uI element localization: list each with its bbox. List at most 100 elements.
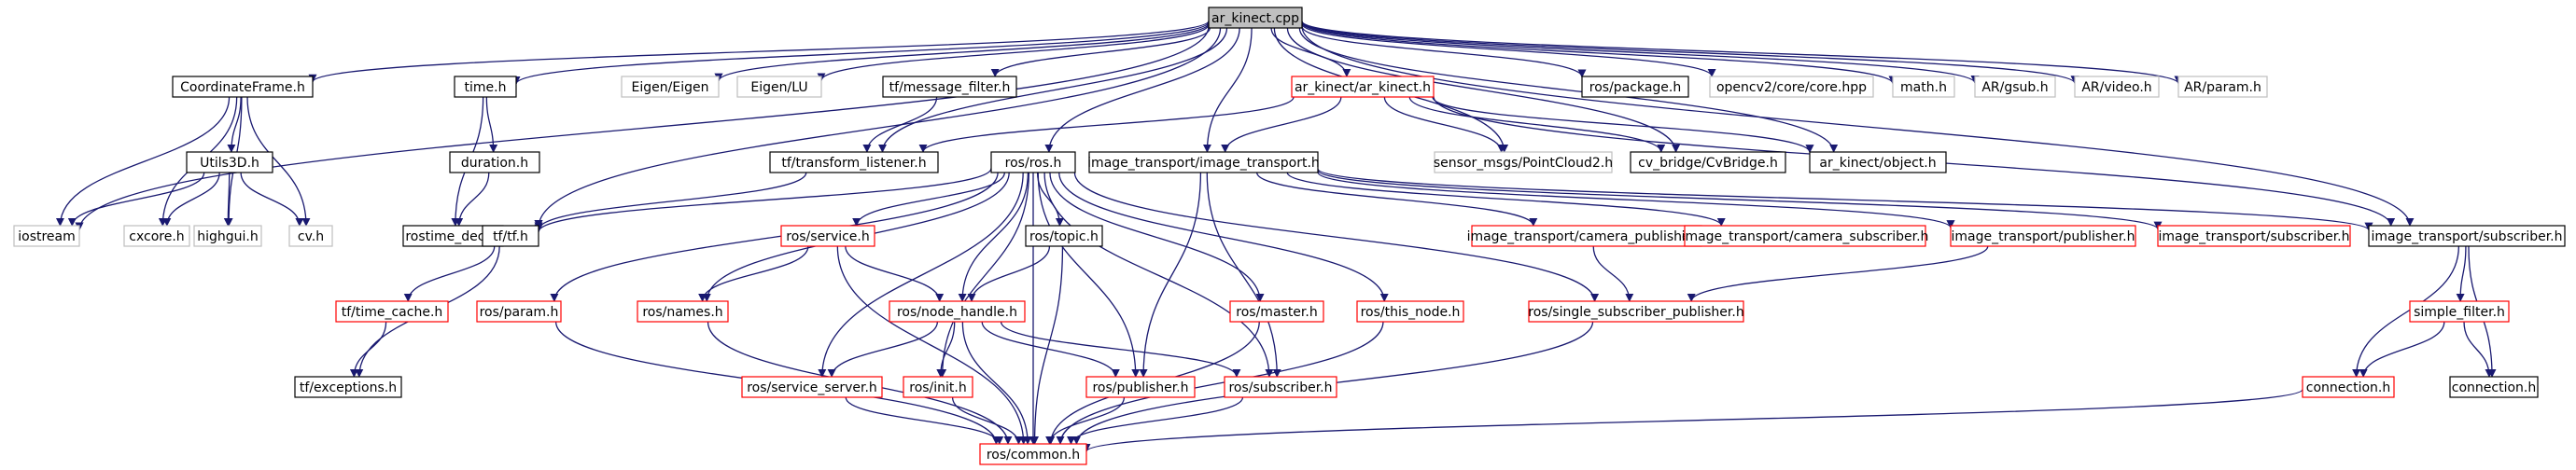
node-box xyxy=(13,225,80,247)
edge-image_transport_h-to-it_camera_subscriber_h xyxy=(1286,172,1726,227)
node-box xyxy=(1229,300,1324,323)
node-label: ros/subscriber.h xyxy=(1228,380,1332,395)
node-box xyxy=(186,151,273,173)
edge-tf_time_cache_h-to-tf_exceptions_h xyxy=(349,321,387,378)
node-label: ros/master.h xyxy=(1236,305,1317,320)
node-tf_message_filter_h[interactable]: tf/message_filter.h xyxy=(882,76,1017,98)
node-tf_transform_listener_h[interactable]: tf/transform_listener.h xyxy=(769,151,939,173)
node-box xyxy=(1085,376,1196,398)
node-ar_kinect_cpp[interactable]: ar_kinect.cpp xyxy=(1208,7,1303,29)
node-box xyxy=(193,225,262,247)
edge-ros_ros_h-to-ros_node_handle_h xyxy=(958,172,1029,302)
node-cv_bridge_h[interactable]: cv_bridge/CvBridge.h xyxy=(1630,151,1786,173)
node-ar_kinect_h[interactable]: ar_kinect/ar_kinect.h xyxy=(1291,76,1435,98)
node-ros_package_h[interactable]: ros/package.h xyxy=(1581,76,1689,98)
node-ros_common_h[interactable]: ros/common.h xyxy=(979,443,1087,465)
node-label: ar_kinect/object.h xyxy=(1819,156,1936,171)
node-connection_h[interactable]: connection.h xyxy=(2449,376,2539,398)
node-tf_exceptions_h[interactable]: tf/exceptions.h xyxy=(294,376,402,398)
node-ros_publisher_h[interactable]: ros/publisher.h xyxy=(1085,376,1196,398)
node-ros_names_h[interactable]: ros/names.h xyxy=(637,300,729,323)
node-label: math.h xyxy=(1900,80,1947,95)
edge-ros_service_h-to-ros_names_h xyxy=(698,245,809,302)
node-label: cv.h xyxy=(298,229,324,244)
node-box xyxy=(2157,225,2351,247)
node-ros_master_h[interactable]: ros/master.h xyxy=(1229,300,1324,323)
node-box xyxy=(482,225,539,247)
edge-ros_subscriber_h-to-ros_common_h xyxy=(1067,396,1244,445)
edge-it_subscriber_h-to-connection_undoc_h xyxy=(2352,245,2460,378)
node-coordinateframe_h[interactable]: CoordinateFrame.h xyxy=(172,76,314,98)
node-box xyxy=(637,300,729,323)
edge-ar_kinect_h-to-ar_kinect_object_h xyxy=(1432,96,1814,154)
node-label: image_transport/image_transport.h xyxy=(1087,156,1320,171)
node-connection_undoc_h[interactable]: connection.h xyxy=(2302,376,2395,398)
node-ros_node_handle_h[interactable]: ros/node_handle.h xyxy=(889,300,1026,323)
edge-ar_kinect_cpp-to-math_h xyxy=(1301,21,1897,85)
node-label: ros/topic.h xyxy=(1029,229,1099,244)
node-box xyxy=(903,376,973,398)
node-ar_gsub_h: AR/gsub.h xyxy=(1974,76,2056,98)
edges-layer xyxy=(55,20,2497,452)
node-label: tf/message_filter.h xyxy=(889,80,1011,95)
node-tf_time_cache_h[interactable]: tf/time_cache.h xyxy=(335,300,449,323)
node-image_transport_h[interactable]: image_transport/image_transport.h xyxy=(1087,151,1320,173)
node-it_subscriber_undoc_h[interactable]: image_transport/subscriber.h xyxy=(2157,225,2351,247)
node-label: cv_bridge/CvBridge.h xyxy=(1638,156,1778,171)
node-box xyxy=(1709,76,1874,98)
edge-ros_node_handle_h-to-ros_service_server_h xyxy=(827,321,939,378)
node-it_camera_subscriber_h[interactable]: image_transport/camera_subscriber.h xyxy=(1682,225,1929,247)
edge-ar_kinect_h-to-cv_bridge_h xyxy=(1408,96,1666,153)
node-time_h[interactable]: time.h xyxy=(454,76,517,98)
node-box xyxy=(123,225,190,247)
node-label: ros/service_server.h xyxy=(747,380,877,395)
node-box xyxy=(454,76,517,98)
node-ros_param_h[interactable]: ros/param.h xyxy=(476,300,562,323)
edge-ar_kinect_cpp-to-image_transport_h xyxy=(1202,27,1253,153)
node-it_publisher_h[interactable]: image_transport/publisher.h xyxy=(1950,225,2136,247)
node-box xyxy=(1630,151,1786,173)
node-ros_single_sub_pub_h[interactable]: ros/single_subscriber_publisher.h xyxy=(1528,300,1744,323)
node-cxcore_h: cxcore.h xyxy=(123,225,190,247)
node-ar_kinect_object_h[interactable]: ar_kinect/object.h xyxy=(1809,151,1947,173)
edge-time_h-to-duration_h xyxy=(485,96,498,153)
node-label: ros/single_subscriber_publisher.h xyxy=(1528,305,1743,320)
node-ros_this_node_h[interactable]: ros/this_node.h xyxy=(1356,300,1464,323)
edge-ros_service_server_h-to-ros_common_h xyxy=(845,396,1004,445)
node-it_subscriber_h[interactable]: image_transport/subscriber.h xyxy=(2368,225,2566,247)
edge-simple_filter_h-to-connection_h xyxy=(2463,321,2494,378)
node-box xyxy=(780,225,875,247)
edge-it_subscriber_h-to-simple_filter_h xyxy=(2456,245,2467,302)
node-label: time.h xyxy=(465,80,507,95)
node-simple_filter_h[interactable]: simple_filter.h xyxy=(2409,300,2510,323)
node-utils3d_h[interactable]: Utils3D.h xyxy=(186,151,273,173)
node-box xyxy=(769,151,939,173)
node-box xyxy=(2302,376,2395,398)
node-ros_topic_h[interactable]: ros/topic.h xyxy=(1025,225,1103,247)
node-ros_subscriber_h[interactable]: ros/subscriber.h xyxy=(1224,376,1337,398)
node-ros_ros_h[interactable]: ros/ros.h xyxy=(990,151,1076,173)
edge-tf_transform_listener_h-to-tf_tf_h xyxy=(534,172,807,231)
node-iostream: iostream xyxy=(13,225,80,247)
edge-ros_topic_h-to-ros_node_handle_h xyxy=(967,245,1051,302)
node-box xyxy=(1892,76,1955,98)
node-label: ros/node_handle.h xyxy=(897,305,1017,320)
edge-ros_ros_h-to-ros_param_h xyxy=(550,172,999,302)
node-ar_param_h: AR/param.h xyxy=(2177,76,2268,98)
edge-image_transport_h-to-it_subscriber_undoc_h xyxy=(1317,170,2163,230)
edge-ar_kinect_cpp-to-cv_bridge_h xyxy=(1286,27,1681,153)
edge-utils3d_h-to-cv_h xyxy=(240,172,304,227)
node-box xyxy=(476,300,562,323)
node-ros_service_server_h[interactable]: ros/service_server.h xyxy=(741,376,883,398)
node-tf_tf_h[interactable]: tf/tf.h xyxy=(482,225,539,247)
node-label: highgui.h xyxy=(197,229,259,244)
edge-ros_ros_h-to-ros_master_h xyxy=(1049,172,1265,302)
node-duration_h[interactable]: duration.h xyxy=(449,151,540,173)
node-ros_service_h[interactable]: ros/service.h xyxy=(780,225,875,247)
node-ros_init_h[interactable]: ros/init.h xyxy=(903,376,973,398)
node-it_camera_publisher_h[interactable]: image_transport/camera_publisher.h xyxy=(1467,225,1707,247)
node-label: iostream xyxy=(18,229,76,244)
node-math_h: math.h xyxy=(1892,76,1955,98)
edge-utils3d_h-to-iostream xyxy=(67,172,205,227)
edge-ar_kinect_cpp-to-ar_kinect_h xyxy=(1270,27,1351,77)
